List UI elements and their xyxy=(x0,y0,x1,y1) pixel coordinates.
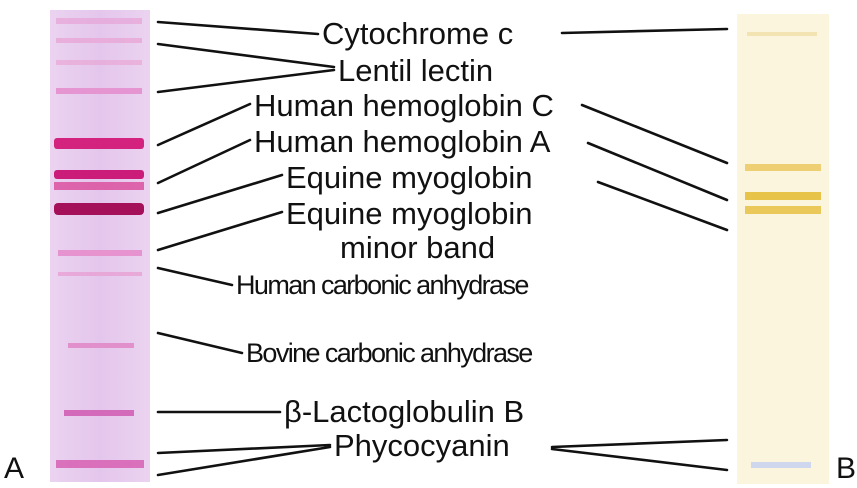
leader-bovine-carbonic xyxy=(158,333,242,353)
leader-cytochrome-right xyxy=(562,29,727,33)
panel-label-a: A xyxy=(4,452,24,486)
label-cytochrome-c: Cytochrome c xyxy=(322,18,513,49)
leader-hemoglobin-a-right xyxy=(588,143,727,200)
leader-human-carbonic xyxy=(158,268,232,285)
label-equine-myoglobin: Equine myoglobin xyxy=(286,162,532,193)
leader-myoglobin-right xyxy=(598,182,727,230)
leader-hemoglobin-c-left xyxy=(158,104,250,145)
label-equine-myoglobin-minor-2: minor band xyxy=(340,232,495,263)
leader-phycocyanin-right-1 xyxy=(552,440,727,447)
leader-lectin-1 xyxy=(158,44,334,67)
leader-myoglobin-minor xyxy=(158,212,282,250)
label-phycocyanin: Phycocyanin xyxy=(334,430,510,461)
label-hemoglobin-a: Human hemoglobin A xyxy=(254,126,550,157)
leader-hemoglobin-a-left xyxy=(158,140,250,183)
leader-myoglobin-left xyxy=(158,175,282,213)
leader-cytochrome-left xyxy=(158,22,318,34)
label-equine-myoglobin-minor-1: Equine myoglobin xyxy=(286,198,532,229)
label-human-carbonic-anhydrase: Human carbonic anhydrase xyxy=(236,272,528,299)
label-lentil-lectin: Lentil lectin xyxy=(338,55,493,86)
leader-hemoglobin-c-right xyxy=(582,105,727,163)
label-hemoglobin-c: Human hemoglobin C xyxy=(254,90,554,121)
label-bovine-carbonic-anhydrase: Bovine carbonic anhydrase xyxy=(246,340,532,367)
panel-label-b: B xyxy=(836,452,856,486)
leader-phycocyanin-right-2 xyxy=(552,449,727,470)
label-lactoglobulin-b: β-Lactoglobulin B xyxy=(284,396,524,427)
